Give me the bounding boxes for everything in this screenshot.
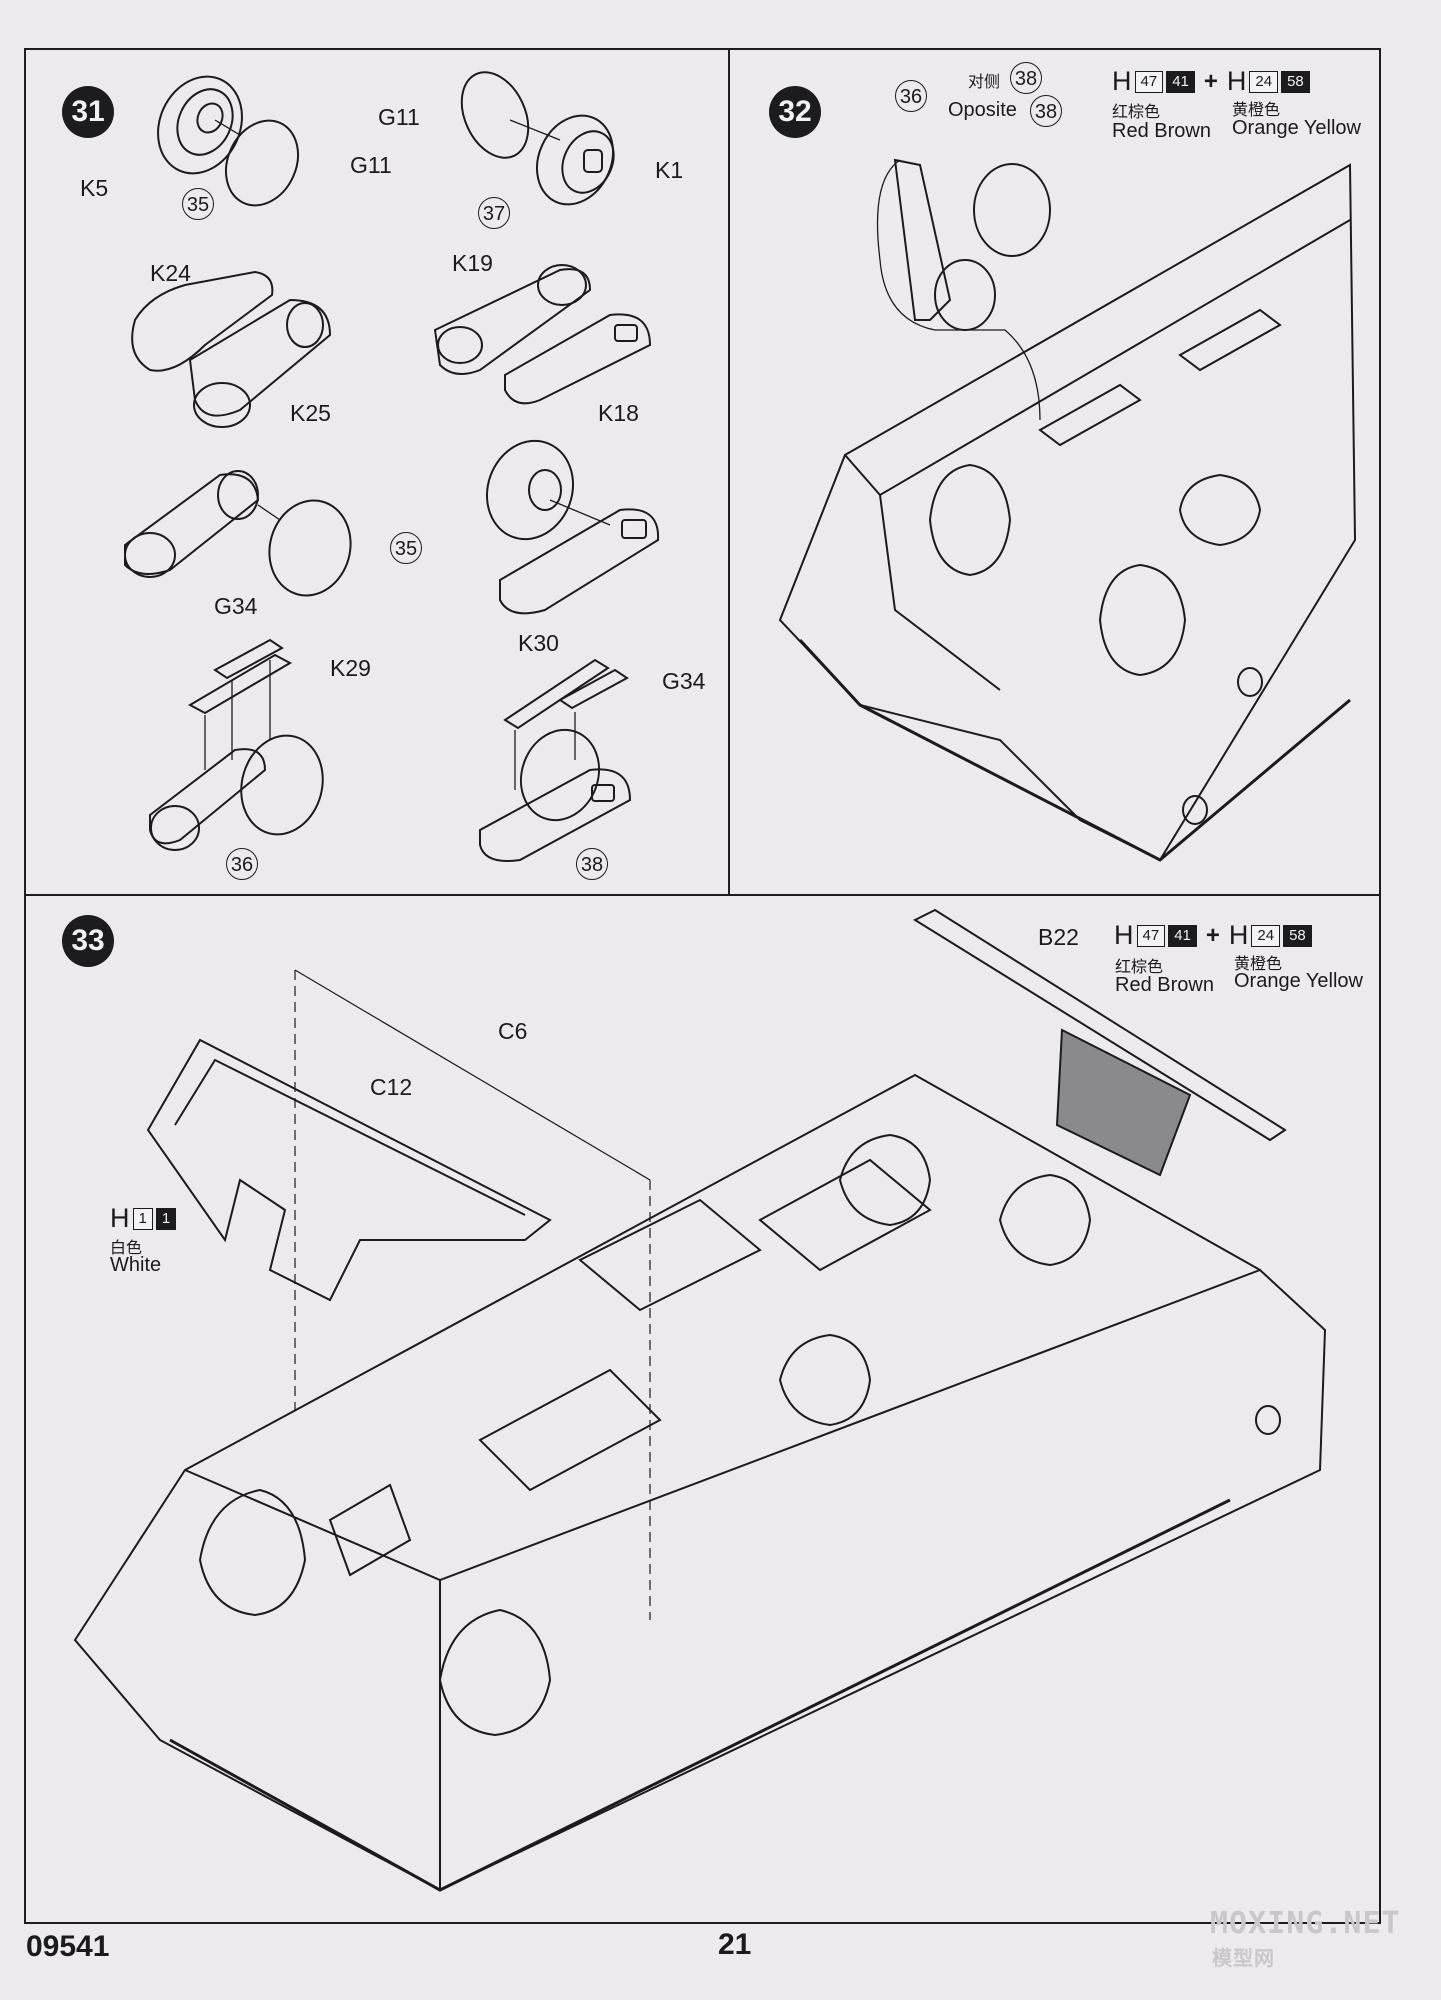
kit-number: 09541 bbox=[26, 1930, 110, 1963]
part-k1-label: K1 bbox=[655, 157, 684, 183]
paint-a-en2: Orange Yellow bbox=[1232, 117, 1361, 139]
part-k24-label: K24 bbox=[150, 260, 191, 286]
part-g34-a-label: G34 bbox=[214, 593, 258, 619]
paint-white-en: White bbox=[110, 1254, 162, 1276]
part-c6-label: C6 bbox=[498, 1018, 528, 1044]
part-g11-b-label: G11 bbox=[378, 104, 420, 130]
step32-hull-drawing bbox=[778, 163, 1357, 862]
step32-detail-wheel-drawing bbox=[876, 158, 1051, 421]
step-32-number: 32 bbox=[769, 86, 821, 138]
paint-b-en1: Red Brown bbox=[1115, 974, 1214, 996]
part-k5-label: K5 bbox=[80, 175, 109, 201]
part-b22-label: B22 bbox=[1038, 924, 1079, 950]
paint-a-cn1: 红棕色 bbox=[1112, 104, 1161, 121]
hub-with-arm-drawing bbox=[485, 439, 660, 615]
step-33-number: 33 bbox=[62, 915, 114, 967]
ref-38: 38 bbox=[576, 848, 608, 880]
step32-ref-38-b: 38 bbox=[1030, 95, 1062, 127]
ref-36: 36 bbox=[226, 848, 258, 880]
ring-g11-a-drawing bbox=[225, 119, 299, 207]
paint-a-en1: Red Brown bbox=[1112, 120, 1211, 142]
wheel-k5-drawing bbox=[157, 75, 243, 175]
wheel-k1-drawing bbox=[536, 114, 615, 206]
part-b22-drawing bbox=[912, 908, 1287, 1177]
arm-k24-k25-drawing bbox=[131, 270, 332, 428]
watermark-en: MOXING.NET bbox=[1210, 1906, 1401, 1941]
paint-b-en2: Orange Yellow bbox=[1234, 970, 1363, 992]
ref-35-b: 35 bbox=[390, 532, 422, 564]
part-k18-label: K18 bbox=[598, 400, 639, 426]
paint-b-cn1: 红棕色 bbox=[1115, 959, 1164, 976]
arm-with-hub-35-drawing bbox=[124, 470, 352, 597]
ref-35-a: 35 bbox=[182, 188, 214, 220]
arm-k19-k18-drawing bbox=[433, 264, 652, 405]
step33-hull-drawing bbox=[73, 1073, 1327, 1892]
part-k29-label: K29 bbox=[330, 655, 371, 681]
ref-37: 37 bbox=[478, 197, 510, 229]
part-c12-label: C12 bbox=[370, 1074, 413, 1100]
watermark-cn: 模型网 bbox=[1212, 1946, 1275, 1970]
part-g11-a-label: G11 bbox=[350, 152, 392, 178]
step-33-panel bbox=[24, 894, 1381, 1924]
paint-white-cn: 白色 bbox=[110, 1240, 143, 1257]
part-c12-drawing bbox=[146, 1038, 552, 1302]
ring-g11-b-drawing bbox=[460, 71, 530, 159]
page-number: 21 bbox=[718, 1928, 752, 1961]
paint-a-cn2: 黄橙色 bbox=[1232, 102, 1281, 119]
paint-b-cn2: 黄橙色 bbox=[1234, 956, 1283, 973]
opposite-label-en: Oposite bbox=[948, 99, 1017, 121]
assembly-k29-36-drawing bbox=[149, 638, 324, 851]
step-31-number: 31 bbox=[62, 86, 114, 138]
step32-ref-36: 36 bbox=[895, 80, 927, 112]
opposite-label-cn: 对侧 bbox=[968, 74, 1001, 91]
part-g34-b-label: G34 bbox=[662, 668, 706, 694]
step32-ref-38-a: 38 bbox=[1010, 62, 1042, 94]
part-k25-label: K25 bbox=[290, 400, 331, 426]
part-k30-label: K30 bbox=[518, 630, 559, 656]
assembly-k30-38-drawing bbox=[479, 658, 632, 862]
part-k19-label: K19 bbox=[452, 250, 493, 276]
